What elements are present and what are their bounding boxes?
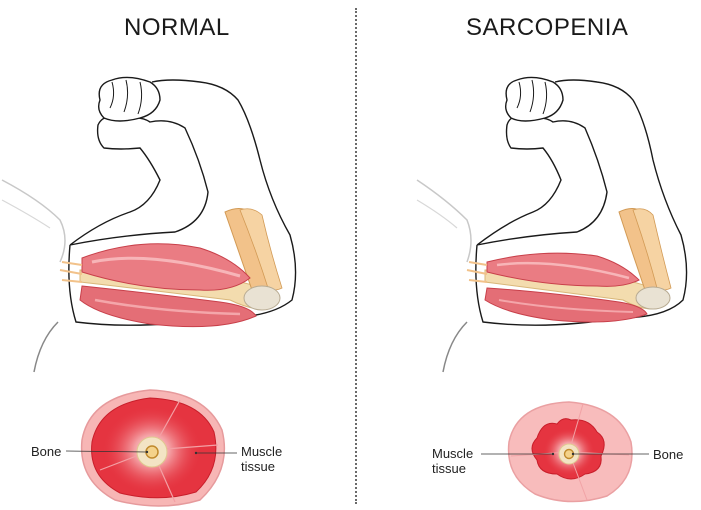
elbow-joint — [636, 287, 670, 309]
torso-outline-lower — [417, 200, 457, 228]
torso-outline-lower — [2, 200, 50, 228]
normal-muscle-label: Muscle tissue — [241, 444, 301, 474]
sarcopenia-muscle-label: Muscle tissue — [432, 446, 482, 476]
elbow-joint — [244, 286, 280, 310]
sarcopenia-panel: SARCOPENIA — [357, 0, 701, 510]
normal-arm-illustration — [0, 0, 355, 510]
normal-bone-label: Bone — [31, 444, 61, 459]
body-lower-outline — [34, 322, 58, 372]
sarcopenia-arm-illustration — [357, 0, 701, 510]
torso-outline — [417, 180, 471, 262]
sarcopenia-cross-section — [509, 402, 632, 502]
torso-outline — [2, 180, 65, 262]
sarcopenia-bone-label: Bone — [653, 447, 683, 462]
body-lower-outline — [443, 322, 467, 372]
normal-panel: NORMAL — [0, 0, 355, 510]
normal-cross-section — [82, 390, 225, 506]
